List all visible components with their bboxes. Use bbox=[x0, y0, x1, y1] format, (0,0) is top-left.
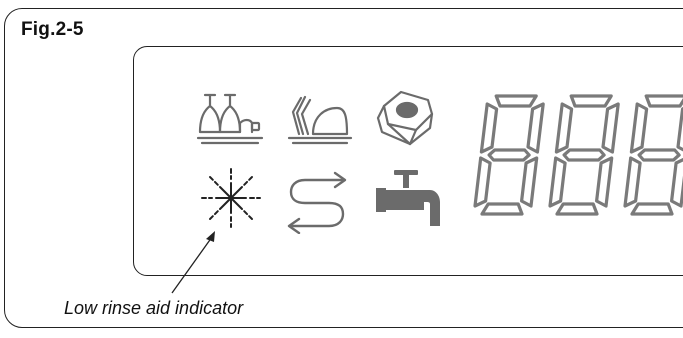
digit-2-segment-e bbox=[548, 156, 567, 208]
digit-1-segment-b bbox=[526, 102, 545, 154]
digit-3-segment-e bbox=[623, 156, 642, 208]
water-tap-icon bbox=[374, 168, 442, 234]
digit-2-segment-f bbox=[554, 102, 574, 154]
seven-segment-display bbox=[470, 92, 683, 232]
digit-3-segment-a bbox=[644, 94, 683, 108]
digit-3-segment-b bbox=[676, 107, 683, 152]
digit-2-segment-c bbox=[594, 156, 614, 208]
dishes-program-icon bbox=[285, 92, 353, 154]
digit-3-segment-g bbox=[637, 148, 681, 162]
digit-1-segment-c bbox=[519, 156, 539, 208]
digit-1-segment-f bbox=[479, 102, 499, 154]
rinse-aid-icon bbox=[198, 165, 264, 231]
digit-3-segment-c bbox=[670, 157, 683, 208]
figure-frame bbox=[4, 8, 683, 328]
indicator-caption: Low rinse aid indicator bbox=[64, 298, 244, 318]
digit-3-segment-f bbox=[629, 102, 649, 154]
digit-1-segment-g bbox=[487, 148, 531, 162]
digit-2-segment-g bbox=[562, 148, 606, 162]
digit-1-segment-d bbox=[480, 202, 524, 216]
digit-2-segment-a bbox=[569, 94, 613, 108]
digit-1-segment-a bbox=[494, 94, 538, 108]
indicator-leader-line bbox=[168, 225, 228, 295]
glasses-program-icon bbox=[196, 92, 264, 154]
figure-label: Fig.2-5 bbox=[21, 19, 84, 40]
display-panel bbox=[133, 46, 683, 276]
detergent-tablet-icon bbox=[374, 88, 436, 150]
digit-2-segment-b bbox=[601, 102, 620, 154]
reverse-arrows-icon bbox=[285, 168, 353, 234]
digit-2-segment-d bbox=[555, 202, 599, 216]
digit-1-segment-e bbox=[473, 156, 492, 208]
digit-3-segment-d bbox=[630, 202, 674, 216]
